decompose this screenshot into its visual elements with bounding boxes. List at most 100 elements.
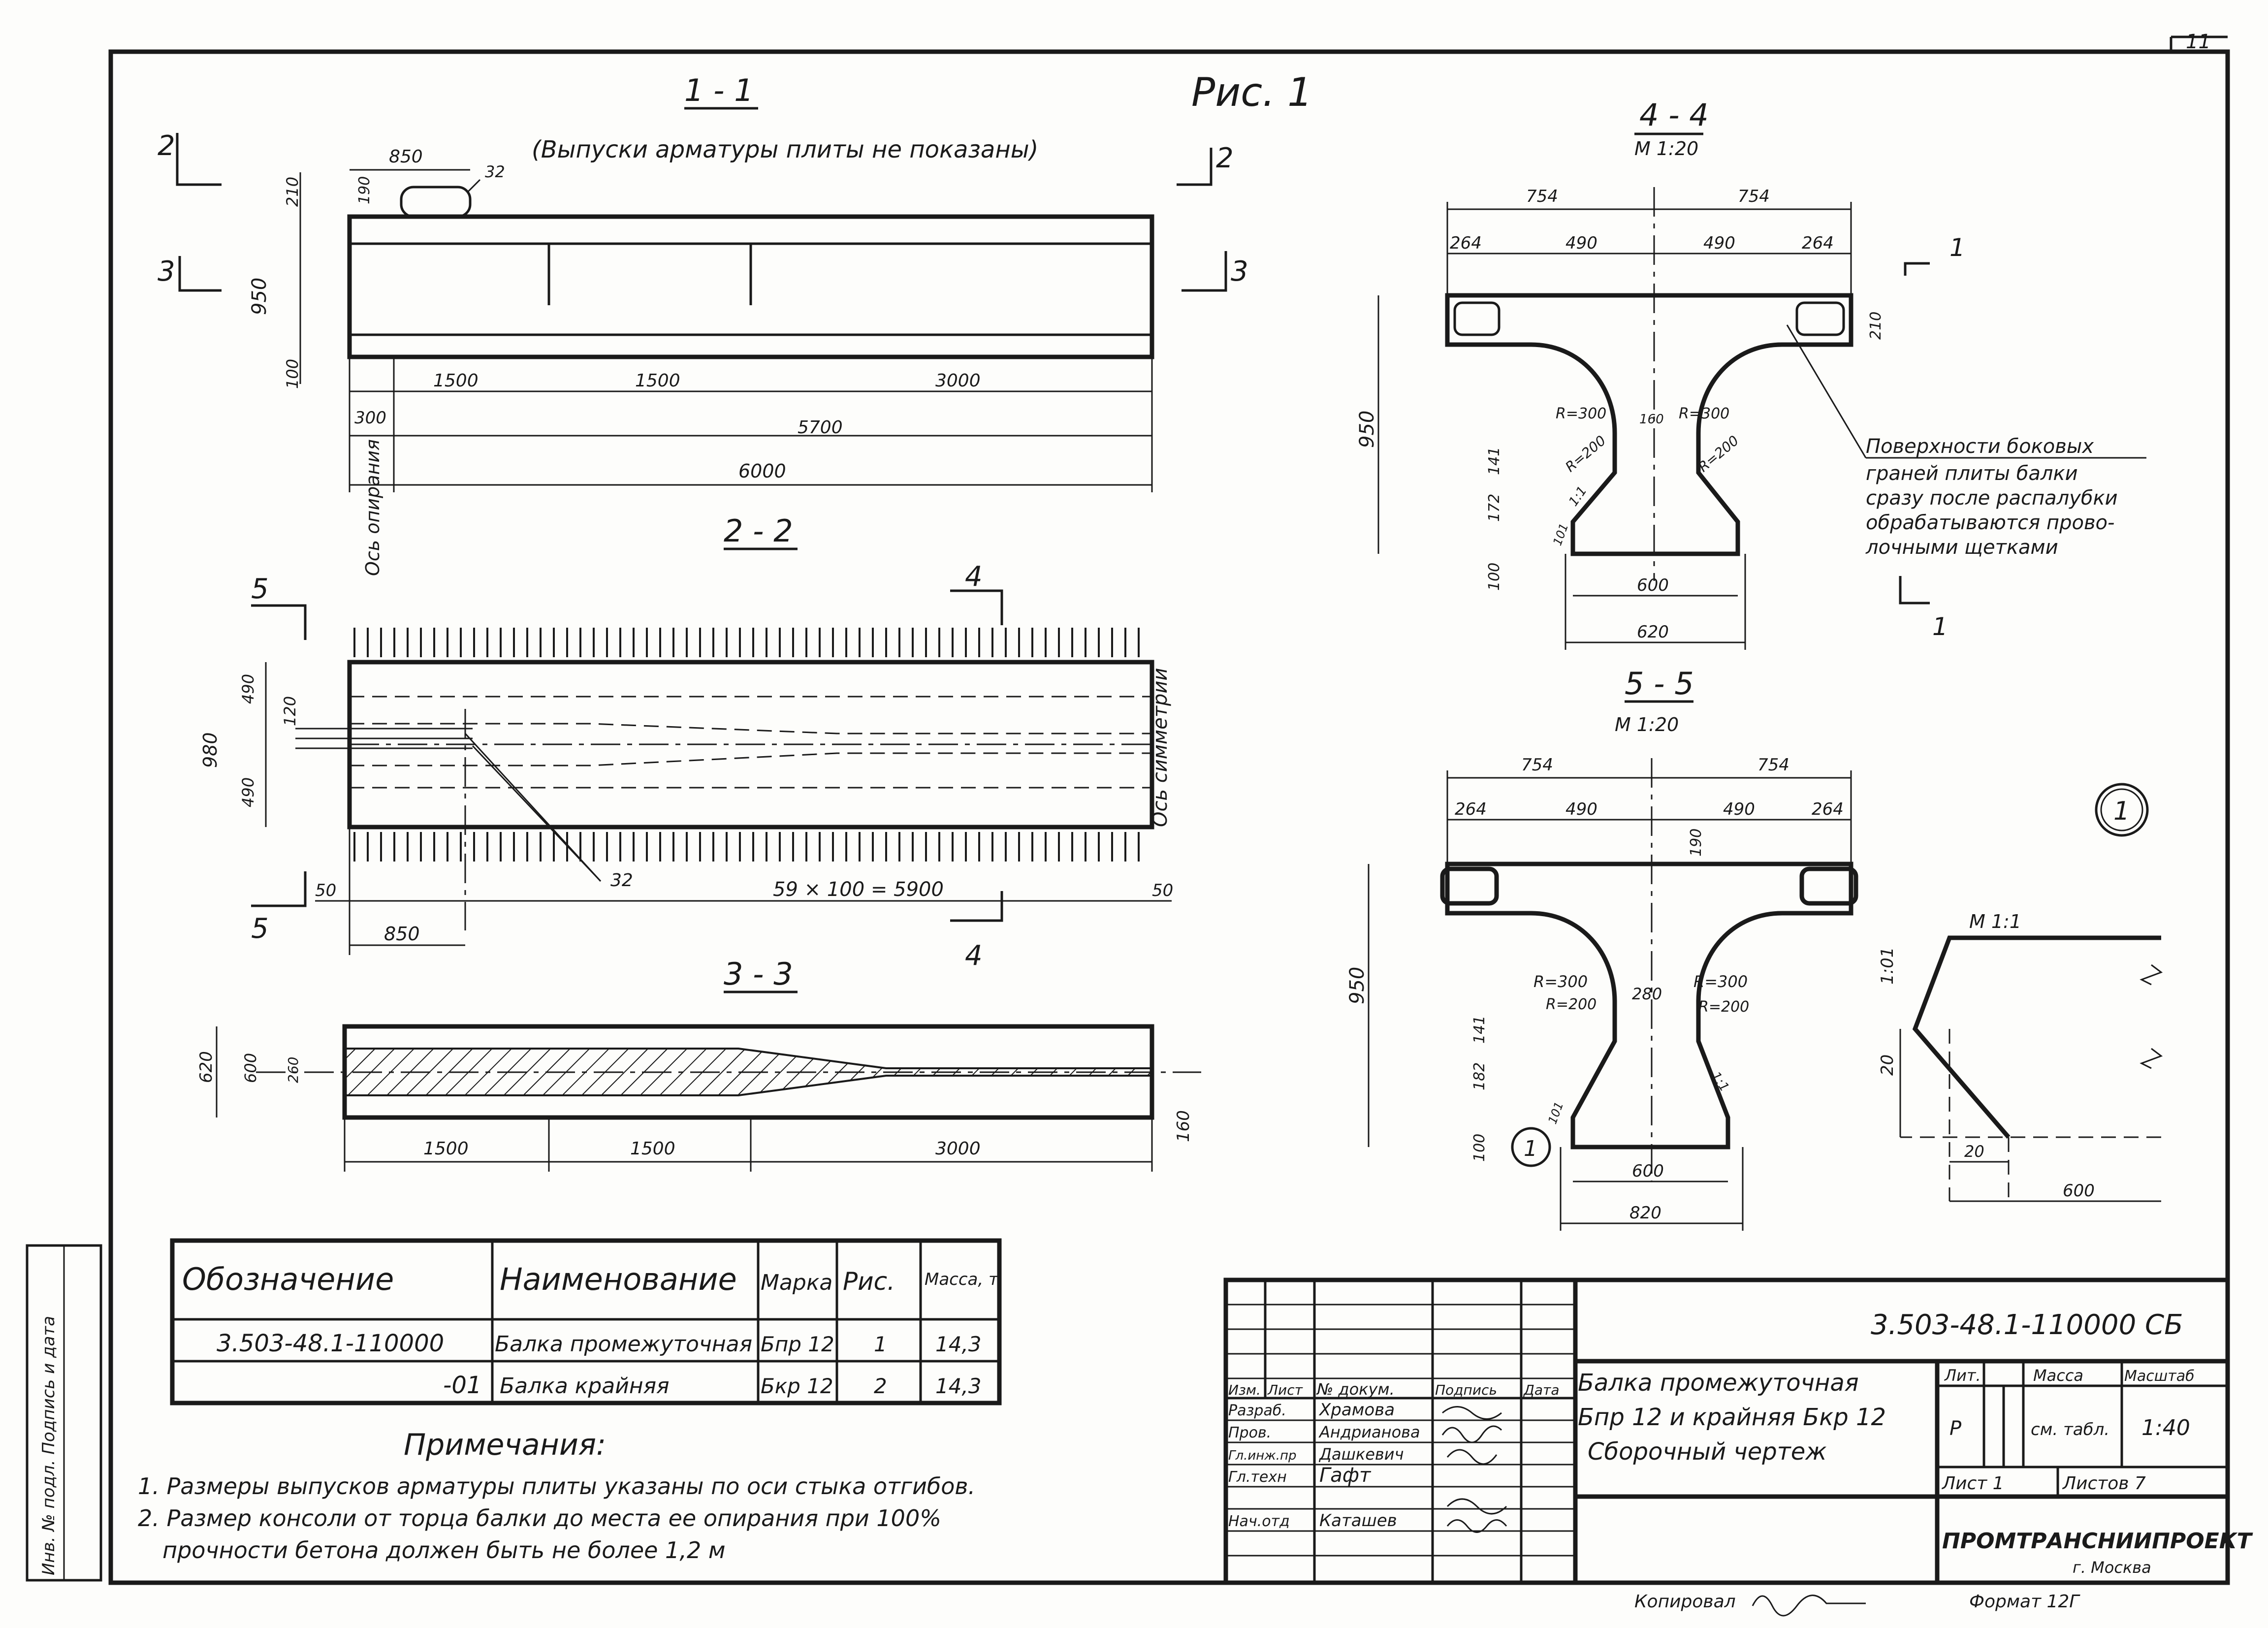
dim-190-b: 190 bbox=[1688, 829, 1705, 857]
section-1-1-title: 1 - 1 bbox=[684, 72, 754, 108]
dim-172: 172 bbox=[1486, 494, 1503, 522]
section-1-1: 1 - 1 (Выпуски арматуры плиты не показан… bbox=[158, 72, 1248, 576]
section-5-5-scale: М 1:20 bbox=[1615, 714, 1679, 735]
dim-754-b: 754 bbox=[1738, 187, 1770, 206]
detail-1: 1 М 1:1 1:01 20 20 600 bbox=[1878, 783, 2163, 1202]
organization: ПРОМТРАНСНИИПРОЕКТ bbox=[1942, 1529, 2253, 1554]
radius-200-c: R=200 bbox=[1546, 996, 1597, 1013]
section-3-3-title: 3 - 3 bbox=[724, 956, 793, 992]
dim-600-b: 600 bbox=[1637, 575, 1669, 595]
signature-4 bbox=[1446, 1498, 1507, 1515]
staff-role-1: Разраб. bbox=[1228, 1402, 1286, 1419]
rev-header-change: Изм. bbox=[1228, 1382, 1261, 1398]
section-4-4: 4 - 4 М 1:20 754 754 264 490 490 264 210… bbox=[1356, 97, 2146, 650]
dim-950-b: 950 bbox=[1356, 411, 1378, 448]
radius-300-c: R=300 bbox=[1533, 972, 1588, 991]
dim-50-left: 50 bbox=[315, 881, 336, 900]
figure-title: Рис. 1 bbox=[1191, 69, 1312, 115]
staff-name-2: Андрианова bbox=[1318, 1423, 1420, 1441]
signature-2 bbox=[1441, 1425, 1502, 1443]
dim-100: 100 bbox=[283, 359, 302, 389]
rebar-loop bbox=[400, 186, 472, 218]
staff-role-3: Гл.инж.пр bbox=[1228, 1448, 1296, 1463]
rebar-comb-bottom bbox=[353, 832, 1140, 862]
detail-dim-600: 600 bbox=[2063, 1181, 2095, 1201]
cut-mark-5-top: 5 bbox=[251, 573, 269, 605]
paper-format: Формат 12Г bbox=[1969, 1592, 2080, 1612]
section-3-3: 3 - 3 620 600 260 1500 1500 3000 160 bbox=[196, 956, 1201, 1172]
dim-120: 120 bbox=[281, 696, 299, 726]
dim-101: 101 bbox=[1550, 521, 1571, 547]
mass-header: Масса bbox=[2033, 1366, 2083, 1385]
spec-header-mass: Масса, т bbox=[925, 1270, 999, 1289]
dim-5700: 5700 bbox=[798, 417, 843, 438]
cut-mark-4-bottom: 4 bbox=[965, 940, 983, 972]
dim-754-a: 754 bbox=[1526, 187, 1558, 206]
sheet-index: Лист 1 bbox=[1941, 1473, 2004, 1494]
sheet-count: Листов 7 bbox=[2062, 1473, 2146, 1494]
doc-code: 3.503-48.1-110000 СБ bbox=[1871, 1309, 2183, 1341]
surface-note-line-3: сразу после распалубки bbox=[1866, 487, 2118, 510]
dim-6000: 6000 bbox=[738, 460, 786, 482]
detail-callout bbox=[2095, 783, 2149, 837]
spec-header-designation: Обозначение bbox=[182, 1261, 394, 1297]
spec-row-1-mass: 14,3 bbox=[935, 1332, 982, 1356]
mass-value: см. табл. bbox=[2031, 1420, 2109, 1439]
cut-mark-3-left: 3 bbox=[158, 255, 175, 287]
spec-header-figure: Рис. bbox=[843, 1267, 895, 1296]
dim-600-c: 600 bbox=[1632, 1161, 1664, 1181]
staff-name-4: Гафт bbox=[1319, 1464, 1372, 1487]
copier-signature bbox=[1752, 1595, 1866, 1617]
staff-name-3: Дашкевич bbox=[1318, 1445, 1404, 1464]
note-1: 1. Размеры выпусков арматуры плиты указа… bbox=[138, 1473, 975, 1500]
dim-100-b: 100 bbox=[1486, 563, 1503, 591]
doc-name-line-2: Бпр 12 и крайняя Бкр 12 bbox=[1578, 1404, 1886, 1431]
dim-190: 190 bbox=[356, 176, 373, 204]
dim-264-a: 264 bbox=[1450, 233, 1482, 253]
dim-490-f: 490 bbox=[1723, 799, 1755, 819]
section-2-2: 2 - 2 32 490 490 980 120 50 59 × 100 = 5… bbox=[199, 513, 1173, 972]
dim-600: 600 bbox=[241, 1053, 260, 1083]
notes-title: Примечания: bbox=[404, 1428, 606, 1462]
section-2-2-title: 2 - 2 bbox=[724, 513, 793, 549]
dim-1500-d: 1500 bbox=[630, 1139, 675, 1159]
dim-490-d: 490 bbox=[1703, 233, 1735, 253]
symmetry-axis-label: Ось симметрии bbox=[1149, 668, 1172, 827]
dim-850: 850 bbox=[389, 147, 423, 167]
revision-grid bbox=[1226, 1280, 1575, 1583]
i-beam-section-4-4 bbox=[1445, 293, 1853, 556]
dim-490-c: 490 bbox=[1565, 233, 1597, 253]
dim-620-b: 620 bbox=[1637, 622, 1669, 642]
dim-490-b: 490 bbox=[239, 777, 257, 807]
staff-role-2: Пров. bbox=[1228, 1424, 1271, 1441]
detail-dim-20-a: 20 bbox=[1878, 1054, 1897, 1076]
dim-210-b: 210 bbox=[1867, 312, 1885, 340]
dim-spacing: 59 × 100 = 5900 bbox=[773, 878, 944, 901]
copied-by: Копировал bbox=[1634, 1592, 1736, 1612]
spec-row-1-mark: Бпр 12 bbox=[761, 1332, 834, 1356]
scale-value: 1:40 bbox=[2141, 1415, 2190, 1440]
dim-264-c: 264 bbox=[1455, 799, 1487, 819]
dim-490-e: 490 bbox=[1565, 799, 1597, 819]
dim-280: 280 bbox=[1632, 985, 1662, 1003]
staff-role-4: Гл.техн bbox=[1228, 1468, 1287, 1486]
radius-300-b: R=300 bbox=[1679, 405, 1729, 422]
cut-mark-2-left: 2 bbox=[158, 130, 175, 162]
section-5-5-title: 5 - 5 bbox=[1625, 666, 1694, 702]
dim-182: 182 bbox=[1471, 1062, 1488, 1090]
spec-header-mark: Марка bbox=[761, 1270, 832, 1295]
dim-950: 950 bbox=[248, 278, 271, 315]
dim-101-b: 101 bbox=[1545, 1100, 1566, 1126]
dim-754-c: 754 bbox=[1521, 755, 1553, 775]
detail-callout-ref-label: 1 bbox=[1524, 1136, 1537, 1161]
dim-264-b: 264 bbox=[1802, 233, 1834, 253]
section-4-4-scale: М 1:20 bbox=[1634, 138, 1698, 160]
staff-name-1: Храмова bbox=[1318, 1400, 1395, 1420]
detail-callout-ref bbox=[1511, 1127, 1551, 1167]
surface-note-line-2: граней плиты балки bbox=[1866, 462, 2078, 485]
staff-role-5: Нач.отд bbox=[1228, 1513, 1290, 1530]
dim-32-bars: 32 bbox=[610, 870, 633, 891]
spec-row-1-figure: 1 bbox=[874, 1332, 887, 1356]
dim-210: 210 bbox=[283, 177, 302, 207]
